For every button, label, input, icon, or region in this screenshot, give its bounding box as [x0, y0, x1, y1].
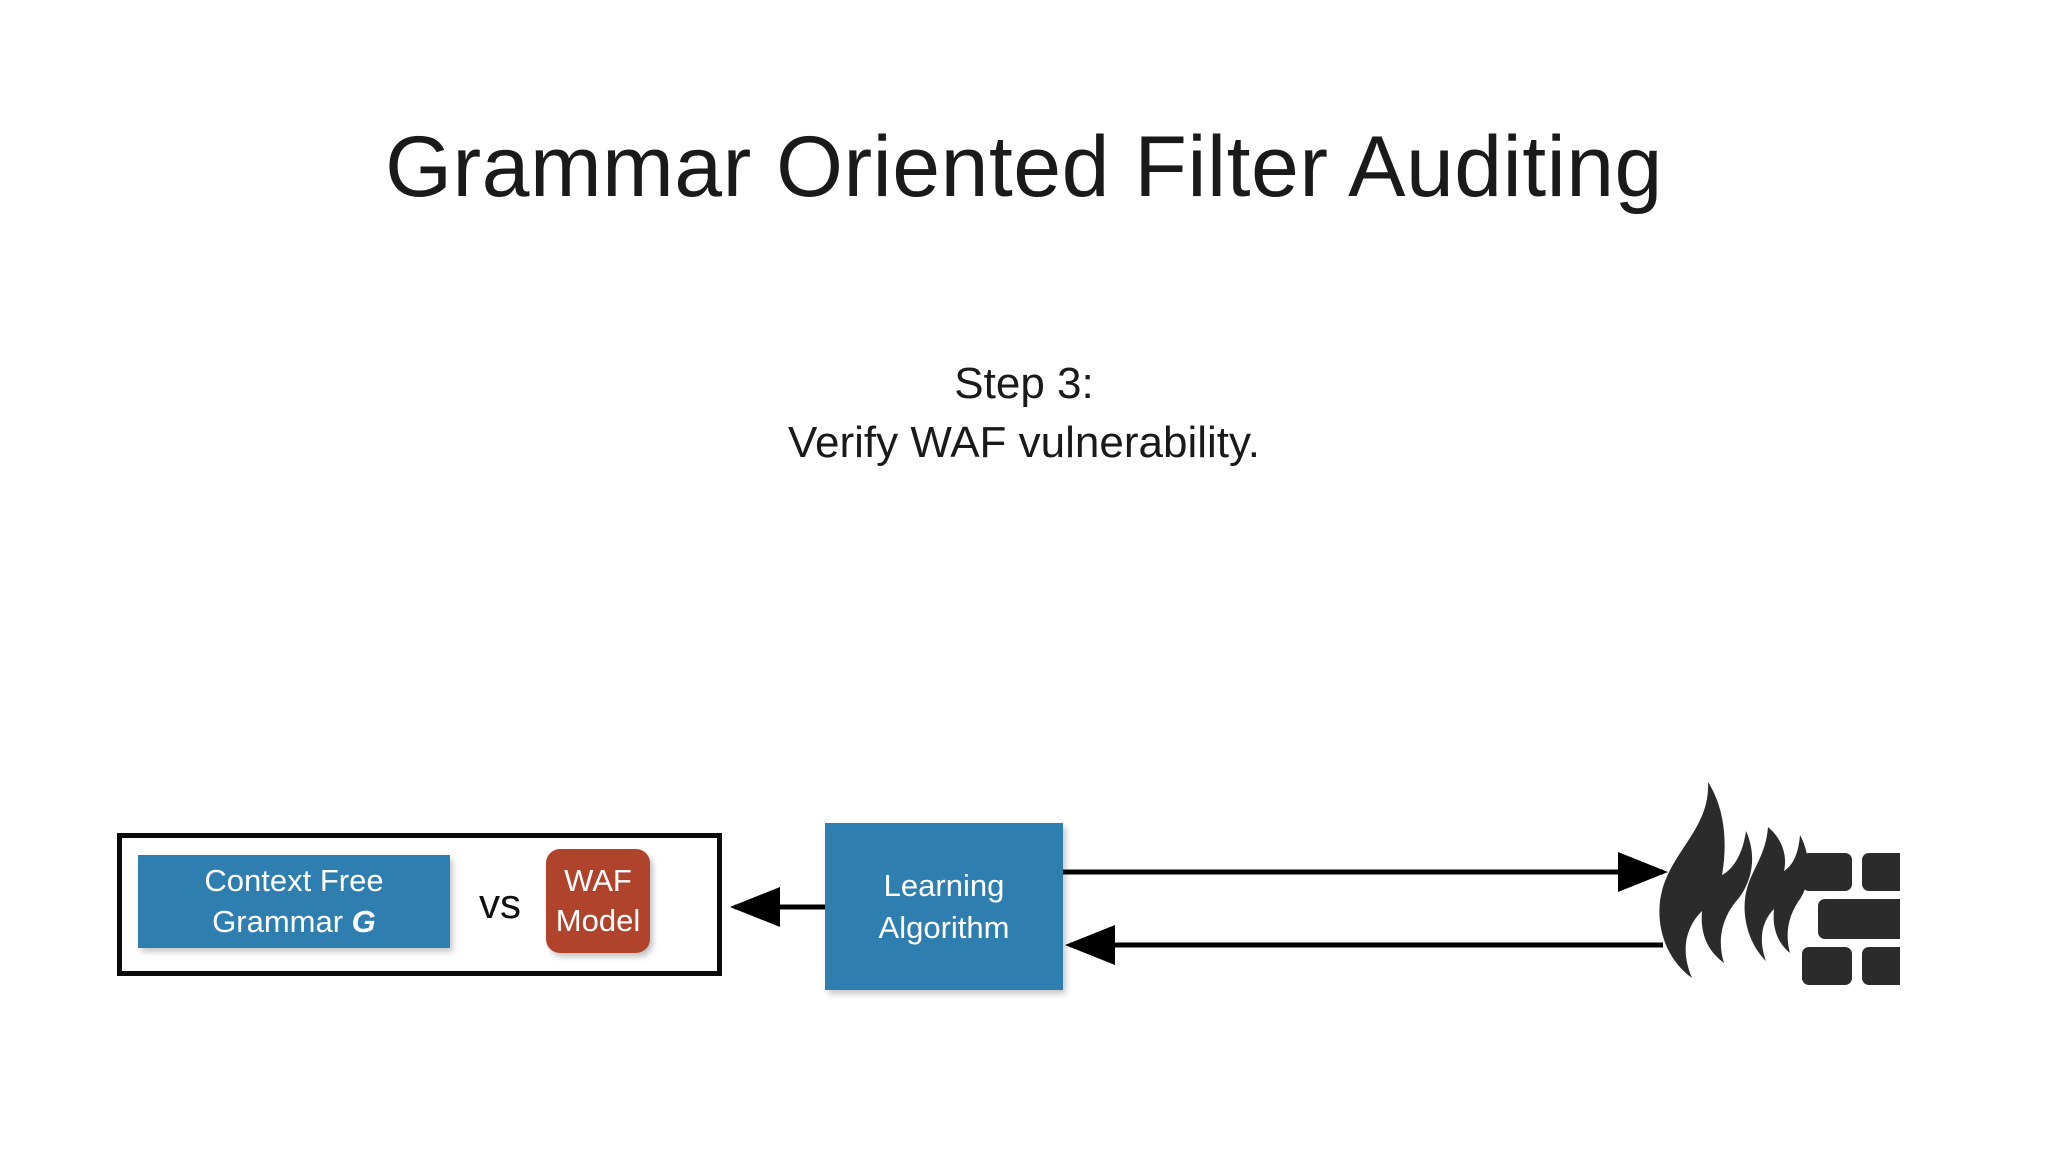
learning-algorithm-label-line-2: Algorithm	[878, 909, 1010, 945]
versus-label: vs	[479, 880, 521, 927]
waf-model-label-line-1: WAF	[564, 862, 632, 898]
grammar-symbol: G	[351, 903, 376, 939]
subtitle-line-1: Step 3:	[954, 359, 1094, 408]
page-title: Grammar Oriented Filter Auditing	[385, 119, 1663, 215]
cfg-label-line-1: Context Free	[204, 863, 384, 899]
learning-algorithm-label-line-1: Learning	[883, 867, 1005, 903]
context-free-grammar-node[interactable]: Context Free Grammar G	[138, 855, 450, 948]
waf-model-node[interactable]: WAF Model	[546, 849, 650, 953]
subtitle-line-2: Verify WAF vulnerability.	[788, 417, 1260, 467]
waf-model-label-line-2: Model	[555, 903, 641, 938]
subtitle-block: Step 3: Verify WAF vulnerability.	[0, 355, 2048, 473]
firewall-flame-brick-icon	[1650, 775, 1900, 997]
learning-algorithm-node[interactable]: Learning Algorithm	[825, 823, 1063, 990]
cfg-label-line-2: Grammar	[212, 903, 352, 939]
